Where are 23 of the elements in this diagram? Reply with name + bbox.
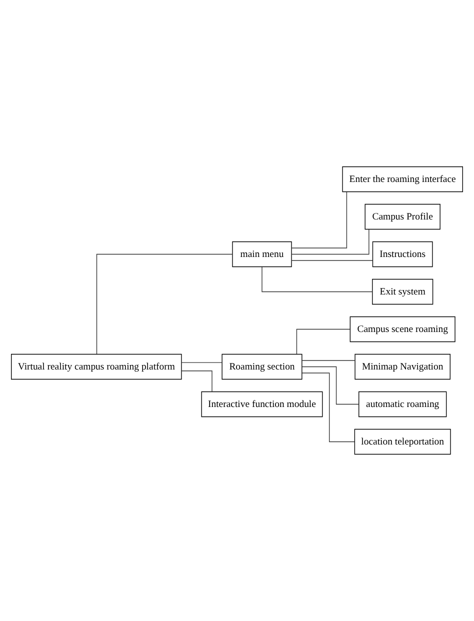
connector [181,362,222,363]
node-box: Roaming section [222,354,302,380]
connector [96,254,233,354]
node-box: Exit system [372,278,434,305]
connector [302,360,356,361]
connector [296,328,350,354]
node-box: Instructions [372,241,433,268]
connector [302,372,355,442]
node-box: Minimap Navigation [354,354,450,380]
connector [181,370,212,392]
connector [291,260,373,261]
connector [302,366,360,405]
node-box: automatic roaming [358,391,447,418]
node-box: location teleportation [354,428,451,455]
node-box: Campus Profile [364,204,440,230]
connector [262,266,372,292]
node-box: main menu [232,241,292,268]
connector [291,192,348,248]
node-box: Enter the roaming interface [342,166,463,192]
node-box: Interactive function module [201,391,323,418]
node-box: Campus scene roaming [350,316,456,342]
connector [291,229,370,255]
node-box: Virtual reality campus roaming platform [11,354,182,380]
